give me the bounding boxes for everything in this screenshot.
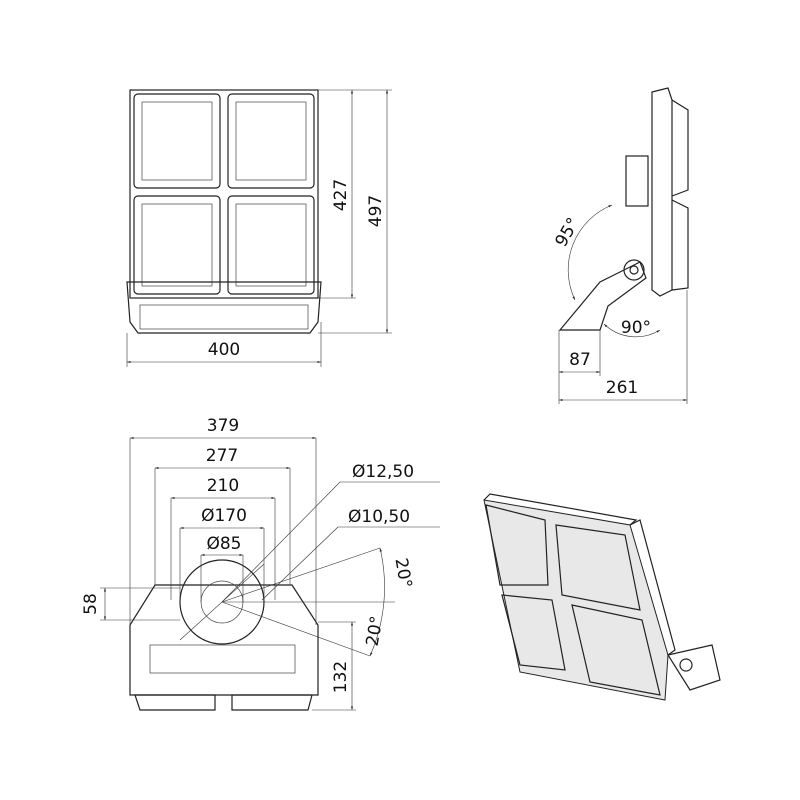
dim-261: 261 (606, 378, 638, 398)
front-view: 427 497 400 (126, 89, 392, 367)
angle-95: 95° (551, 214, 583, 250)
dim-87: 87 (569, 350, 591, 370)
angle-90: 90° (621, 318, 651, 338)
dim-379: 379 (207, 416, 239, 436)
dim-210: 210 (207, 476, 239, 496)
dim-diameter-85: Ø85 (206, 534, 241, 554)
dim-400: 400 (208, 340, 240, 360)
dim-427: 427 (331, 179, 351, 211)
mount-view: 379 277 210 Ø170 Ø85 Ø12,50 Ø10,50 20° 2… (81, 416, 440, 711)
angle-20-down: 20° (363, 615, 388, 648)
dim-277: 277 (206, 446, 238, 466)
led-module (133, 93, 315, 295)
isometric-view (483, 493, 721, 701)
dim-hole-12-50: Ø12,50 (352, 462, 414, 482)
dim-hole-10-50: Ø10,50 (348, 507, 410, 527)
angle-20-up: 20° (390, 557, 415, 590)
dim-497: 497 (366, 195, 386, 227)
dim-diameter-170: Ø170 (201, 506, 247, 526)
side-view: 95° 90° 87 261 (551, 87, 689, 404)
dim-58: 58 (81, 593, 101, 615)
dim-132: 132 (331, 661, 351, 693)
